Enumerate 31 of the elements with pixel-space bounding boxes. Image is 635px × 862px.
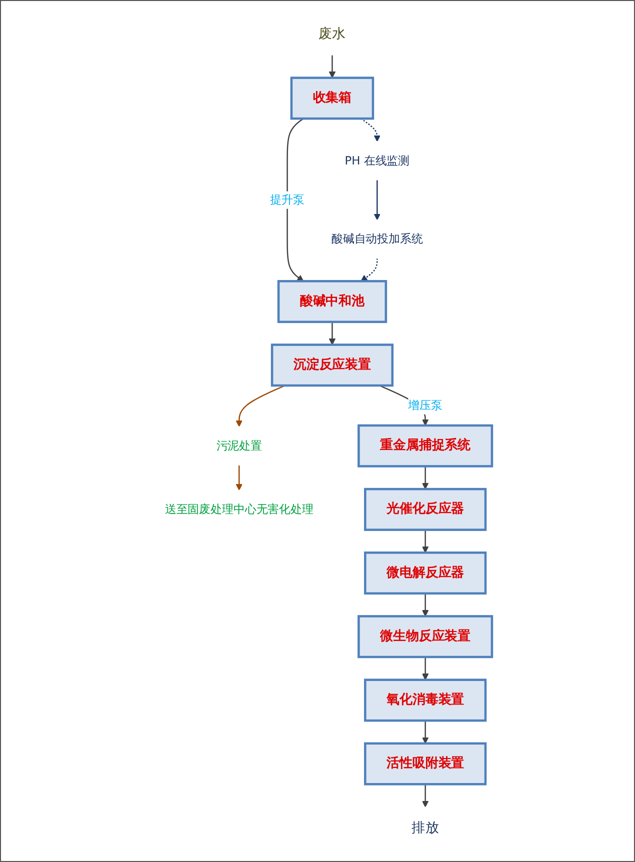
- node-text: 送至固废处理中心无害化处理: [164, 502, 314, 516]
- node-text: 废水: [318, 26, 346, 42]
- node-box: 氧化消毒装置: [364, 678, 486, 722]
- node-box: 微电解反应器: [364, 552, 486, 595]
- arrow: [236, 384, 286, 427]
- node-box: 微生物反应装置: [357, 615, 493, 658]
- node-box: 酸碱中和池: [277, 280, 387, 324]
- arrow: [422, 784, 428, 808]
- node-box: 光催化反应器: [364, 488, 486, 531]
- edge-label: 提升泵: [270, 192, 304, 207]
- node-box: 活性吸附装置: [364, 742, 486, 786]
- arrow: [422, 530, 428, 553]
- node-box: 沉淀反应装置: [270, 344, 394, 387]
- arrow: [360, 258, 378, 282]
- node-text: PH 在线监测: [344, 154, 410, 168]
- node-text: 排放: [411, 820, 439, 836]
- node-text: 污泥处置: [216, 438, 262, 453]
- arrow: [422, 593, 428, 617]
- arrow: [286, 118, 304, 282]
- arrow: [374, 180, 380, 220]
- edge-label: 增压泵: [408, 398, 442, 412]
- node-box: 收集箱: [290, 76, 374, 120]
- arrow: [328, 322, 336, 346]
- arrow: [422, 466, 428, 490]
- arrow: [360, 118, 380, 142]
- arrow: [422, 657, 428, 680]
- arrow: [236, 465, 242, 491]
- node-text: 酸碱自动投加系统: [331, 232, 423, 246]
- arrow: [422, 720, 428, 744]
- arrow: [328, 54, 336, 78]
- node-box: 重金属捕捉系统: [357, 424, 493, 468]
